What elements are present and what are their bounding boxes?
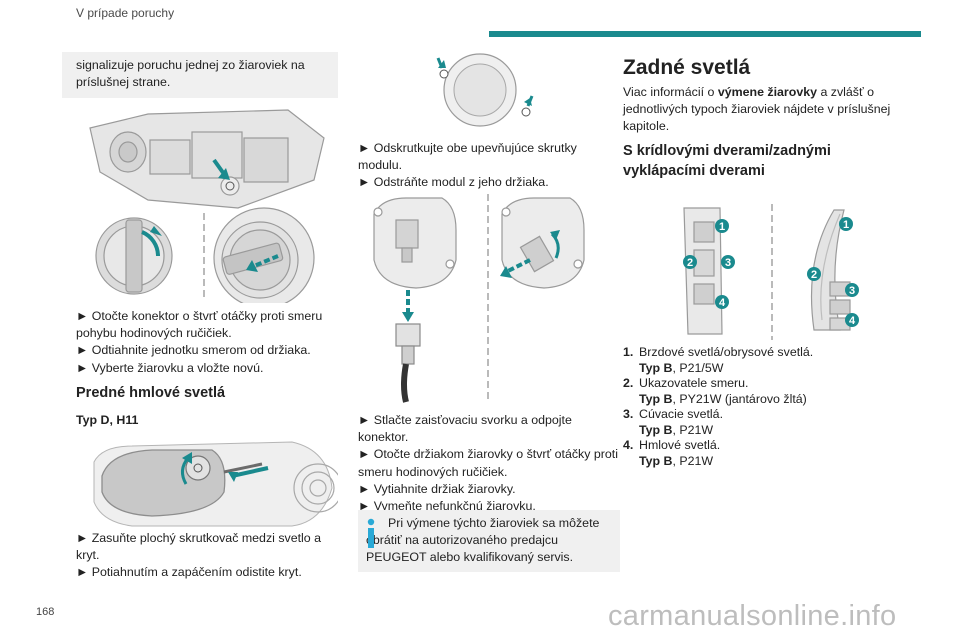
- step-text: ► Vytiahnite držiak žiarovky.: [358, 481, 516, 496]
- item-bulb: , PY21W (jantárovo žltá): [672, 391, 807, 406]
- callout-label: 3: [849, 285, 855, 297]
- callout-3b: [845, 283, 859, 297]
- callout-label: 4: [849, 315, 856, 327]
- callout-3: [721, 255, 735, 269]
- item-label: Hmlové svetlá.: [639, 438, 721, 452]
- fog-lamp-illustration: [93, 441, 338, 527]
- step-text: ► Stlačte zaisťovaciu svorku a odpojte k…: [358, 413, 572, 445]
- front-fog-type: Typ D, H11: [76, 413, 139, 427]
- list-item: 1. Brzdové svetlá/obrysové svetlá. Typ B…: [623, 345, 923, 376]
- callout-1: [715, 219, 729, 233]
- screw-icon: [439, 69, 449, 79]
- item-number: 1.: [623, 345, 634, 359]
- item-label: Cúvacie svetlá.: [639, 407, 724, 421]
- headlamp-illustration: [89, 109, 325, 303]
- front-fog-heading: Predné hmlové svetlá: [76, 385, 226, 401]
- callout-label: 2: [687, 257, 693, 269]
- item-number: 3.: [623, 407, 634, 421]
- callout-4b: [845, 313, 859, 327]
- info-box: Pri výmene týchto žiaroviek sa môžete ob…: [358, 510, 620, 572]
- rear-lights-heading: Zadné svetlá: [623, 56, 751, 79]
- item-type: Typ B: [639, 453, 673, 468]
- list-item: 4. Hmlové svetlá. Typ B, P21W: [623, 438, 923, 469]
- callout-label: 2: [811, 269, 817, 281]
- step-text: ► Vyberte žiarovku a vložte novú.: [76, 360, 264, 375]
- item-type: Typ B: [639, 422, 673, 437]
- item-bulb: , P21W: [672, 422, 714, 437]
- info-icon: [367, 518, 375, 548]
- doors-heading: S krídlovými dverami/zadnými vyklápacími…: [623, 143, 831, 179]
- left-steps-1: ► Otočte konektor o štvrť otáčky proti s…: [76, 308, 338, 377]
- callout-2: [683, 255, 697, 269]
- item-label: Ukazovatele smeru.: [639, 376, 749, 390]
- intro-text: a zvlášť o jednotlivých typoch žiaroviek…: [623, 85, 891, 134]
- fog-module-illustration: [436, 53, 534, 127]
- page-number: 168: [36, 606, 55, 618]
- left-steps-2: ► Zasuňte plochý skrutkovač medzi svetlo…: [76, 530, 328, 582]
- middle-steps-1: ► Odskrutkujte obe upevňujúce skrutky mo…: [358, 140, 622, 192]
- callout-1b: [839, 217, 853, 231]
- step-text: ► Odstráňte modul z jeho držiaka.: [358, 175, 549, 190]
- item-number: 2.: [623, 376, 634, 390]
- item-type: Typ B: [639, 360, 673, 375]
- intro-text: Viac informácií o: [623, 85, 718, 99]
- watermark: carmanualsonline.info: [608, 600, 897, 632]
- list-item: 3. Cúvacie svetlá. Typ B, P21W: [623, 407, 923, 438]
- callout-label: 3: [725, 257, 731, 269]
- running-header: V prípade poruchy: [76, 6, 175, 20]
- callout-label: 1: [719, 221, 725, 233]
- callout-label: 4: [719, 297, 726, 309]
- step-text: ► Otočte držiakom žiarovky o štvrť otáčk…: [358, 447, 618, 479]
- step-text: ► Odtiahnite jednotku smerom od držiaka.: [76, 343, 311, 358]
- rear-lamp-illustration: 1 2 3 4 1 2 3 4: [683, 204, 859, 340]
- item-label: Brzdové svetlá/obrysové svetlá.: [639, 345, 814, 359]
- item-type: Typ B: [639, 391, 673, 406]
- screw-icon: [521, 107, 531, 117]
- callout-2b: [807, 267, 821, 281]
- screw-icon: [225, 181, 235, 191]
- note-box: signalizuje poruchu jednej zo žiaroviek …: [62, 52, 338, 98]
- header-accent-bar: [489, 31, 921, 37]
- item-bulb: , P21W: [672, 453, 714, 468]
- step-text: ► Odskrutkujte obe upevňujúce skrutky mo…: [358, 141, 577, 173]
- step-text: ► Potiahnutím a zapáčením odistite kryt.: [76, 565, 302, 580]
- callout-label: 1: [843, 219, 849, 231]
- bulb-list: 1. Brzdové svetlá/obrysové svetlá. Typ B…: [623, 345, 923, 469]
- item-number: 4.: [623, 438, 634, 452]
- note-text: signalizuje poruchu jednej zo žiaroviek …: [76, 58, 305, 90]
- step-text: ► Vymeňte nefunkčnú žiarovku.: [358, 499, 536, 514]
- callout-4: [715, 295, 729, 309]
- fog-bulb-illustration: [373, 194, 585, 403]
- list-item: 2. Ukazovatele smeru. Typ B, PY21W (jant…: [623, 376, 923, 407]
- step-text: ► Otočte konektor o štvrť otáčky proti s…: [76, 309, 323, 341]
- info-text: Pri výmene týchto žiaroviek sa môžete ob…: [366, 516, 600, 565]
- rear-intro: Viac informácií o výmene žiarovky a zvlá…: [623, 84, 908, 136]
- middle-steps-2: ► Stlačte zaisťovaciu svorku a odpojte k…: [358, 412, 622, 515]
- step-text: ► Zasuňte plochý skrutkovač medzi svetlo…: [76, 531, 322, 563]
- intro-bold-text: výmene žiarovky: [717, 85, 817, 99]
- item-bulb: , P21/5W: [672, 360, 724, 375]
